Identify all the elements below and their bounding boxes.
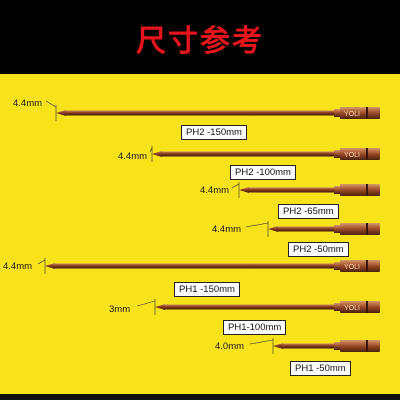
bit-7-groove bbox=[366, 340, 368, 352]
bit-1-tip bbox=[56, 110, 66, 116]
bit-5: YOLI bbox=[37, 258, 380, 274]
bit-4-tip bbox=[268, 226, 278, 232]
bit-6-dimension-leader bbox=[136, 300, 156, 307]
bit-7-shaft bbox=[283, 343, 340, 349]
bit-1-length-label: PH2 -150mm bbox=[181, 125, 247, 140]
bit-1: YOLI bbox=[45, 100, 380, 121]
bit-6: YOLI bbox=[136, 299, 380, 315]
bit-3 bbox=[231, 182, 380, 198]
bit-6-shaft bbox=[165, 304, 340, 310]
bit-7-diameter: 4.0mm bbox=[215, 341, 245, 352]
bit-2-tip bbox=[152, 151, 162, 157]
header-bar: 尺寸参考 bbox=[0, 0, 400, 74]
bit-5-dimension-leader bbox=[37, 259, 46, 265]
bit-3-diameter: 4.4mm bbox=[200, 185, 230, 196]
bit-5-shaft bbox=[55, 263, 340, 269]
bit-1-collar bbox=[334, 109, 340, 117]
bit-7 bbox=[249, 338, 380, 354]
bit-1-shaft bbox=[66, 110, 340, 116]
bit-1-hex-shank bbox=[340, 107, 380, 119]
footer-strip bbox=[0, 394, 400, 400]
bit-4-groove bbox=[366, 223, 368, 235]
bit-6-brand-engraving: YOLI bbox=[344, 305, 360, 312]
bit-7-length-label: PH1 -50mm bbox=[290, 361, 351, 376]
bit-4-diameter: 4.4mm bbox=[212, 224, 242, 235]
bit-5-collar bbox=[334, 262, 340, 270]
bit-1-diameter: 4.4mm bbox=[13, 98, 43, 109]
bit-4-hex-shank bbox=[340, 223, 380, 235]
bit-4 bbox=[245, 221, 380, 237]
bit-6-tip bbox=[155, 304, 165, 310]
bit-5-tip bbox=[45, 263, 55, 269]
bit-7-dimension-leader bbox=[249, 339, 274, 345]
bit-3-shaft bbox=[249, 187, 340, 193]
bit-4-shaft bbox=[278, 226, 340, 232]
bit-2-brand-engraving: YOLI bbox=[344, 152, 360, 159]
bit-6-groove bbox=[366, 301, 368, 313]
bit-3-hex-shank bbox=[340, 184, 380, 196]
bit-1-brand-engraving: YOLI bbox=[344, 111, 360, 118]
bit-2-groove bbox=[366, 148, 368, 160]
bit-2-dimension-leader bbox=[149, 147, 153, 153]
bit-7-tip bbox=[273, 343, 283, 349]
bit-6-diameter: 3mm bbox=[109, 304, 131, 315]
bit-2-length-label: PH2 -100mm bbox=[230, 165, 296, 180]
bit-2-collar bbox=[334, 150, 340, 158]
bit-2-shaft bbox=[162, 151, 340, 157]
bit-4-dimension-leader bbox=[245, 222, 269, 228]
bit-3-length-label: PH2 -65mm bbox=[278, 204, 339, 219]
bit-2: YOLI bbox=[149, 146, 380, 162]
bit-7-collar bbox=[334, 342, 340, 350]
bit-6-length-label: PH1-100mm bbox=[223, 320, 287, 335]
bit-4-length-label: PH2 -50mm bbox=[288, 242, 349, 257]
bit-5-hex-shank bbox=[340, 260, 380, 272]
bit-2-diameter: 4.4mm bbox=[118, 151, 148, 162]
bit-3-tip bbox=[239, 187, 249, 193]
bit-3-collar bbox=[334, 186, 340, 194]
page-title: 尺寸参考 bbox=[136, 24, 264, 59]
bit-1-groove bbox=[366, 107, 368, 119]
bit-1-dimension-leader bbox=[45, 100, 57, 108]
bit-5-length-label: PH1 -150mm bbox=[174, 282, 240, 297]
bit-2-hex-shank bbox=[340, 148, 380, 160]
bit-3-dimension-leader bbox=[231, 183, 240, 189]
bit-6-collar bbox=[334, 303, 340, 311]
bit-5-groove bbox=[366, 260, 368, 272]
bit-5-brand-engraving: YOLI bbox=[344, 264, 360, 271]
bit-6-hex-shank bbox=[340, 301, 380, 313]
bit-4-collar bbox=[334, 225, 340, 233]
bit-5-diameter: 4.4mm bbox=[3, 261, 33, 272]
bit-3-groove bbox=[366, 184, 368, 196]
bit-7-hex-shank bbox=[340, 340, 380, 352]
